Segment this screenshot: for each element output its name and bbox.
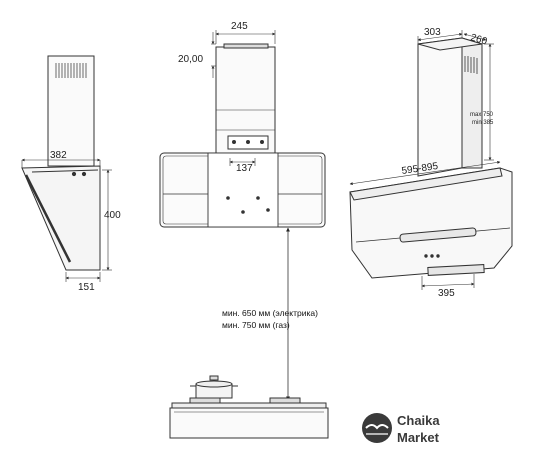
- front-offset-label: 20,00: [178, 54, 203, 65]
- pot-lid-handle: [209, 375, 219, 381]
- side-glass-panel: [24, 174, 72, 263]
- front-mount-label: 137: [236, 163, 253, 174]
- cabinet-base: [169, 407, 329, 439]
- front-center-panel: [207, 152, 279, 228]
- right-burner: [269, 397, 301, 404]
- iso-hood-body: [349, 167, 513, 279]
- vent-grille: [55, 63, 87, 78]
- front-top-width-label: 245: [231, 21, 248, 32]
- side-height-label: 400: [104, 210, 121, 221]
- front-view: [159, 30, 326, 401]
- iso-chimney-width-label: 303: [424, 27, 441, 38]
- side-depth-label: 151: [78, 282, 95, 293]
- cooktop-surface: [171, 402, 327, 409]
- iso-chimney-front: [417, 37, 463, 177]
- iso-base-plate: [427, 264, 485, 276]
- iso-height-max-label: max 750: [470, 112, 494, 118]
- top-bracket: [223, 43, 269, 49]
- side-width-label: 382: [50, 150, 67, 161]
- cooktop-assembly: [169, 375, 329, 439]
- iso-base-width-label: 395: [438, 288, 455, 299]
- iso-height-min-label: min 385: [472, 120, 494, 126]
- iso-vent-grille: [464, 56, 478, 74]
- iso-chimney-depth-label: 260: [469, 32, 488, 47]
- chaika-market-logo: Chaika Market: [362, 413, 440, 445]
- iso-body-width-label: 595-895: [401, 161, 439, 177]
- left-burner: [189, 397, 221, 404]
- logo-text-line2: Market: [397, 430, 440, 445]
- iso-view: [349, 30, 513, 290]
- logo-text-line1: Chaika: [397, 413, 440, 428]
- clearance-note-gas: мин. 750 мм (газ): [222, 320, 290, 330]
- iso-control-strip: [399, 227, 477, 243]
- side-view: [21, 55, 112, 282]
- side-hood-body: [21, 165, 101, 271]
- clearance-note-electric: мин. 650 мм (электрика): [222, 308, 318, 318]
